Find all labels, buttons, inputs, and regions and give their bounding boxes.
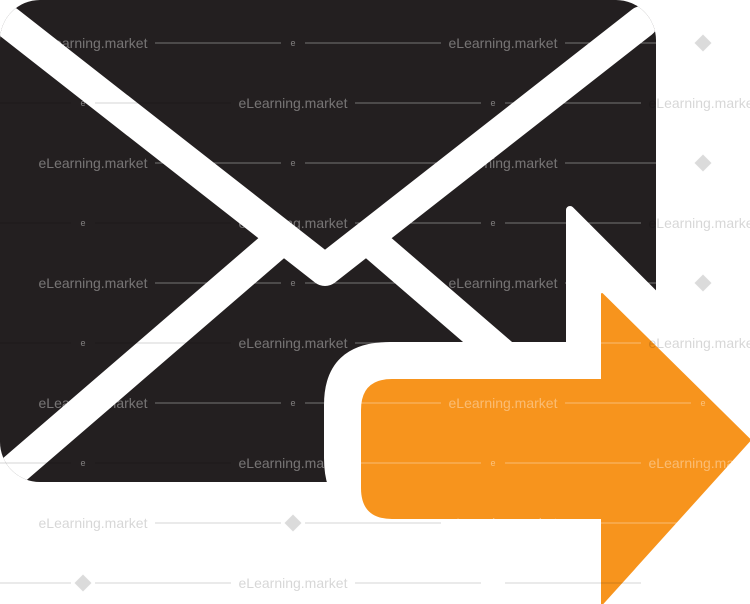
envelope-flap (0, 6, 656, 286)
arrow-right-icon (324, 206, 750, 604)
arrow-fill (361, 293, 750, 604)
envelope-fold-left (0, 222, 299, 482)
